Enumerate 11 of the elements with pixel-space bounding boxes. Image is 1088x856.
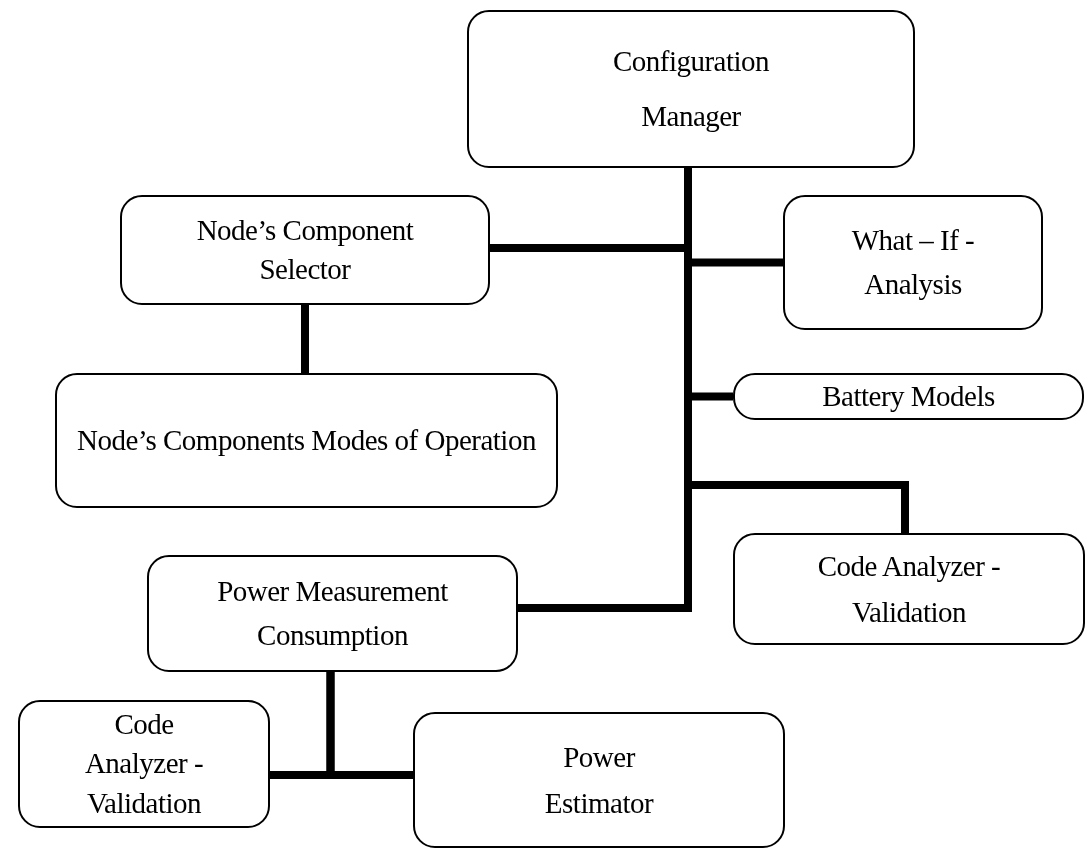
connector-line bbox=[326, 672, 413, 779]
process-box: What – If - Analysis bbox=[783, 195, 1043, 330]
process-box: Power Estimator bbox=[413, 712, 785, 848]
process-box: Battery Models bbox=[733, 373, 1084, 420]
process-box: Configuration Manager bbox=[467, 10, 915, 168]
process-box: Node’s Component Selector bbox=[120, 195, 490, 305]
process-box: Code Analyzer - Validation bbox=[18, 700, 270, 828]
process-box: Node’s Components Modes of Operation bbox=[55, 373, 558, 508]
process-box: Code Analyzer - Validation bbox=[733, 533, 1085, 645]
process-box: Power Measurement Consumption bbox=[147, 555, 518, 672]
connector-line bbox=[301, 305, 309, 373]
